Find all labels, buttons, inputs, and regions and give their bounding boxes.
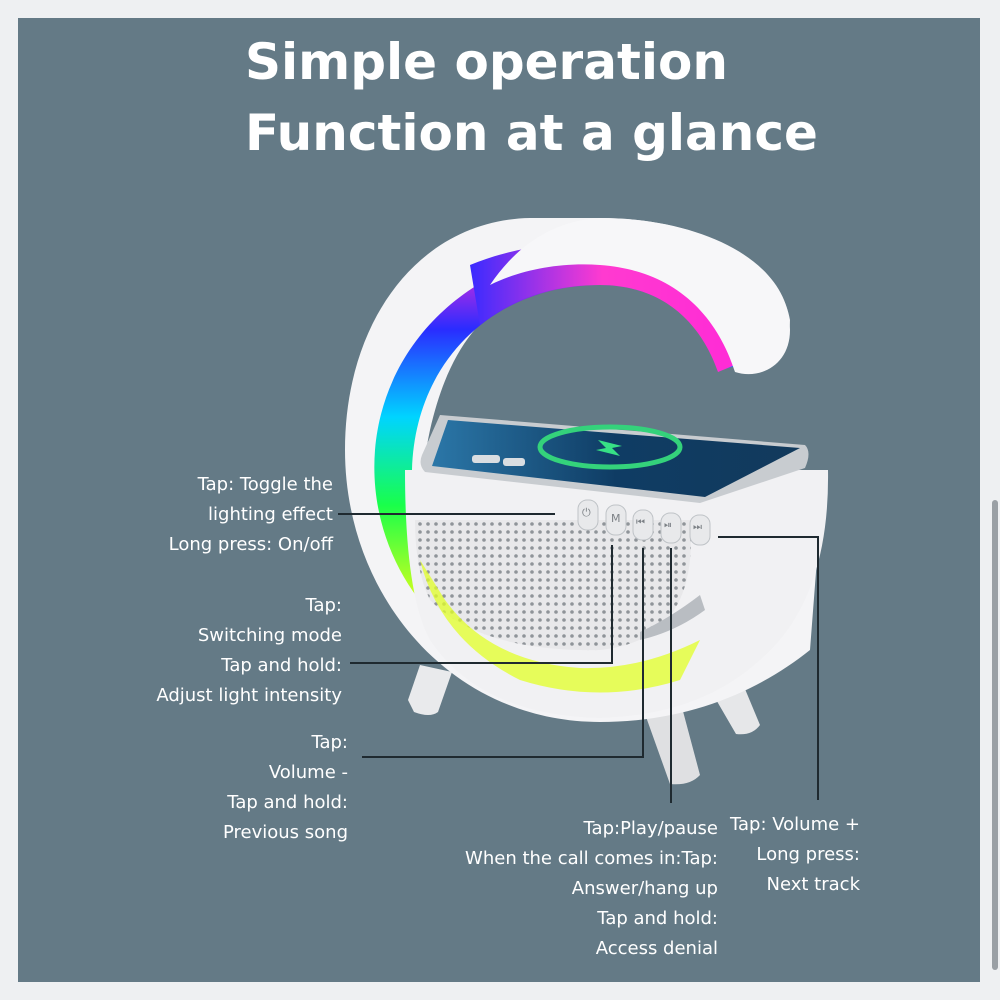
previous-icon: ⏮ — [636, 517, 645, 528]
speaker-base — [405, 470, 829, 718]
callout-line: Tap and hold: — [227, 792, 348, 813]
callout-line: Tap and hold: — [221, 655, 342, 676]
control-buttons — [577, 499, 711, 546]
heading-line-2: Function at a glance — [245, 104, 818, 162]
callout-line: Volume - — [268, 762, 348, 783]
scrollbar[interactable] — [992, 500, 998, 970]
callout-power: Tap: Toggle the lighting effect Long pre… — [120, 470, 333, 560]
callout-line: Switching mode — [197, 625, 342, 646]
callout-mode: Tap: Switching mode Tap and hold: Adjust… — [100, 591, 342, 711]
callout-line: Tap:Play/pause — [583, 818, 718, 839]
callout-line: Adjust light intensity — [156, 685, 342, 706]
callout-line: Long press: On/off — [168, 534, 333, 555]
button-next[interactable]: ⏭ — [690, 515, 710, 545]
button-previous[interactable]: ⏮ — [633, 510, 653, 540]
next-icon: ⏭ — [693, 522, 702, 533]
callout-line: Tap: Volume + — [729, 814, 860, 835]
button-power[interactable]: ⏻ — [578, 500, 598, 530]
mode-icon: M — [611, 512, 621, 525]
callout-line: When the call comes in:Tap: — [465, 848, 718, 869]
callout-line: Tap: — [311, 732, 348, 753]
callout-volume-down: Tap: Volume - Tap and hold: Previous son… — [140, 728, 348, 848]
smartphone — [420, 415, 809, 503]
button-play-pause[interactable]: ⏯ — [661, 513, 681, 543]
callout-line: Tap: Toggle the — [197, 474, 333, 495]
play-pause-icon: ⏯ — [664, 520, 672, 531]
callout-line: Tap: — [305, 595, 342, 616]
callout-line: Access denial — [595, 938, 718, 959]
heading-line-1: Simple operation — [245, 33, 728, 91]
callout-lines — [338, 513, 819, 803]
callout-play-pause: Tap:Play/pause When the call comes in:Ta… — [430, 814, 718, 964]
callout-line: lighting effect — [208, 504, 333, 525]
button-mode[interactable]: M — [606, 505, 626, 535]
callout-line: Answer/hang up — [571, 878, 718, 899]
callout-line: Tap and hold: — [597, 908, 718, 929]
callout-line: Next track — [766, 874, 860, 895]
callout-volume-up: Tap: Volume + Long press: Next track — [725, 810, 860, 900]
callout-line: Previous song — [222, 822, 348, 843]
callout-line: Long press: — [756, 844, 860, 865]
power-icon: ⏻ — [582, 506, 591, 519]
